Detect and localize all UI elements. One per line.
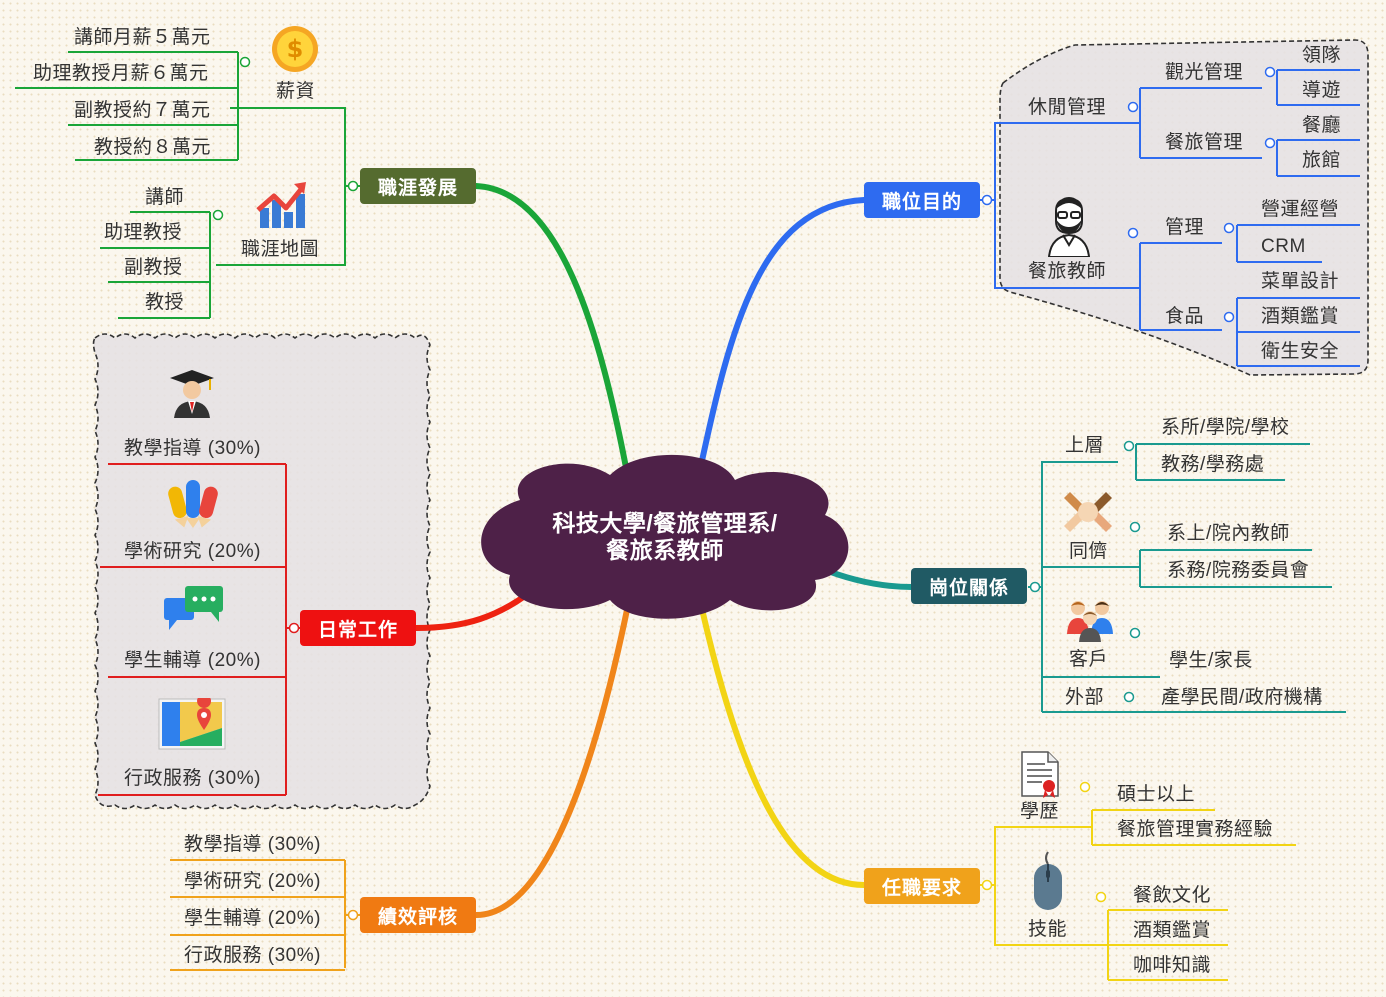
peers-item[interactable]: 系務/院務委員會 — [1167, 560, 1310, 581]
chart-up-icon — [256, 182, 306, 228]
external-label[interactable]: 外部 — [1065, 687, 1105, 708]
performance-item[interactable]: 行政服務 (30%) — [184, 945, 321, 966]
education-item[interactable]: 餐旅管理實務經驗 — [1117, 819, 1274, 840]
performance-item[interactable]: 教學指導 (30%) — [184, 834, 321, 855]
upper-item[interactable]: 系所/學院/學校 — [1161, 417, 1290, 438]
mouse-icon — [1034, 851, 1062, 910]
skills-label[interactable]: 技能 — [1028, 919, 1068, 940]
management-item[interactable]: CRM — [1261, 236, 1306, 257]
topic-position[interactable]: 職位目的 — [864, 182, 980, 218]
career-map-item[interactable]: 講師 — [145, 187, 185, 208]
skills-item[interactable]: 餐飲文化 — [1133, 885, 1212, 906]
performance-item[interactable]: 學術研究 (20%) — [184, 871, 321, 892]
skills-item[interactable]: 酒類鑑賞 — [1133, 920, 1212, 941]
topic-requirements[interactable]: 任職要求 — [864, 868, 980, 904]
daily-item-label[interactable]: 學生輔導 (20%) — [124, 650, 261, 671]
daily-boundary — [92, 333, 431, 810]
leisure-label[interactable]: 休閒管理 — [1028, 97, 1107, 118]
daily-item-label[interactable]: 行政服務 (30%) — [124, 768, 261, 789]
daily-item-label[interactable]: 教學指導 (30%) — [124, 438, 261, 459]
center-topic-line2: 餐旅系教師 — [606, 537, 724, 563]
topic-daily[interactable]: 日常工作 — [300, 610, 416, 646]
upper-item[interactable]: 教務/學務處 — [1161, 454, 1265, 475]
handshake-icon — [1064, 492, 1112, 532]
food-item[interactable]: 衛生安全 — [1261, 341, 1340, 362]
education-item[interactable]: 碩士以上 — [1117, 784, 1196, 805]
graduate-icon — [170, 370, 214, 418]
salary-item[interactable]: 副教授約７萬元 — [74, 100, 211, 121]
hospitality-item[interactable]: 旅館 — [1302, 150, 1342, 171]
peers-item[interactable]: 系上/院內教師 — [1167, 523, 1290, 544]
skills-item[interactable]: 咖啡知識 — [1133, 955, 1212, 976]
svg-text:$: $ — [287, 35, 304, 63]
chat-icon — [164, 586, 223, 630]
education-label[interactable]: 學歷 — [1020, 801, 1060, 822]
career-map-item[interactable]: 副教授 — [124, 257, 183, 278]
coin-icon: $ — [272, 26, 318, 72]
food-item[interactable]: 菜單設計 — [1261, 271, 1340, 292]
salary-item[interactable]: 助理教授月薪６萬元 — [33, 63, 209, 84]
pencils-icon — [168, 480, 218, 528]
career-map-item[interactable]: 教授 — [145, 292, 185, 313]
center-topic[interactable]: 科技大學/餐旅管理系/ 餐旅系教師 — [520, 510, 810, 564]
daily-item-label[interactable]: 學術研究 (20%) — [124, 541, 261, 562]
topic-relations-label: 崗位關係 — [928, 577, 1009, 599]
certificate-icon — [1021, 751, 1059, 798]
career-map-label[interactable]: 職涯地圖 — [241, 239, 320, 260]
teacher-icon — [1047, 197, 1091, 257]
topic-performance-label: 績效評核 — [377, 906, 458, 928]
peers-label[interactable]: 同儕 — [1069, 541, 1109, 562]
topic-performance[interactable]: 績效評核 — [360, 897, 476, 933]
people-icon — [1067, 601, 1113, 642]
clients-item[interactable]: 學生/家長 — [1169, 650, 1253, 671]
center-cloud — [481, 454, 849, 619]
salary-label[interactable]: 薪資 — [276, 81, 316, 102]
performance-item[interactable]: 學生輔導 (20%) — [184, 908, 321, 929]
topic-position-label: 職位目的 — [881, 191, 962, 213]
center-topic-line1: 科技大學/餐旅管理系/ — [552, 510, 778, 536]
upper-label[interactable]: 上層 — [1065, 435, 1105, 456]
management-label[interactable]: 管理 — [1165, 217, 1205, 238]
tourism-item[interactable]: 導遊 — [1302, 80, 1342, 101]
hospitality-label[interactable]: 餐旅管理 — [1165, 132, 1244, 153]
topic-daily-label: 日常工作 — [317, 619, 398, 641]
topic-relations[interactable]: 崗位關係 — [911, 568, 1027, 604]
topic-requirements-label: 任職要求 — [881, 877, 962, 899]
food-item[interactable]: 酒類鑑賞 — [1261, 306, 1340, 327]
tourism-item[interactable]: 領隊 — [1302, 45, 1342, 66]
topic-career-label: 職涯發展 — [377, 177, 458, 199]
food-label[interactable]: 食品 — [1165, 306, 1205, 327]
career-map-item[interactable]: 助理教授 — [104, 222, 183, 243]
teacher-label[interactable]: 餐旅教師 — [1028, 261, 1107, 282]
tourism-label[interactable]: 觀光管理 — [1165, 62, 1244, 83]
salary-item[interactable]: 教授約８萬元 — [94, 137, 212, 158]
salary-item[interactable]: 講師月薪５萬元 — [74, 27, 211, 48]
management-item[interactable]: 營運經營 — [1261, 199, 1340, 220]
map-icon — [158, 698, 226, 750]
clients-label[interactable]: 客戶 — [1069, 649, 1109, 670]
external-item[interactable]: 產學民間/政府機構 — [1161, 687, 1323, 708]
topic-career[interactable]: 職涯發展 — [360, 168, 476, 204]
hospitality-item[interactable]: 餐廳 — [1302, 115, 1342, 136]
